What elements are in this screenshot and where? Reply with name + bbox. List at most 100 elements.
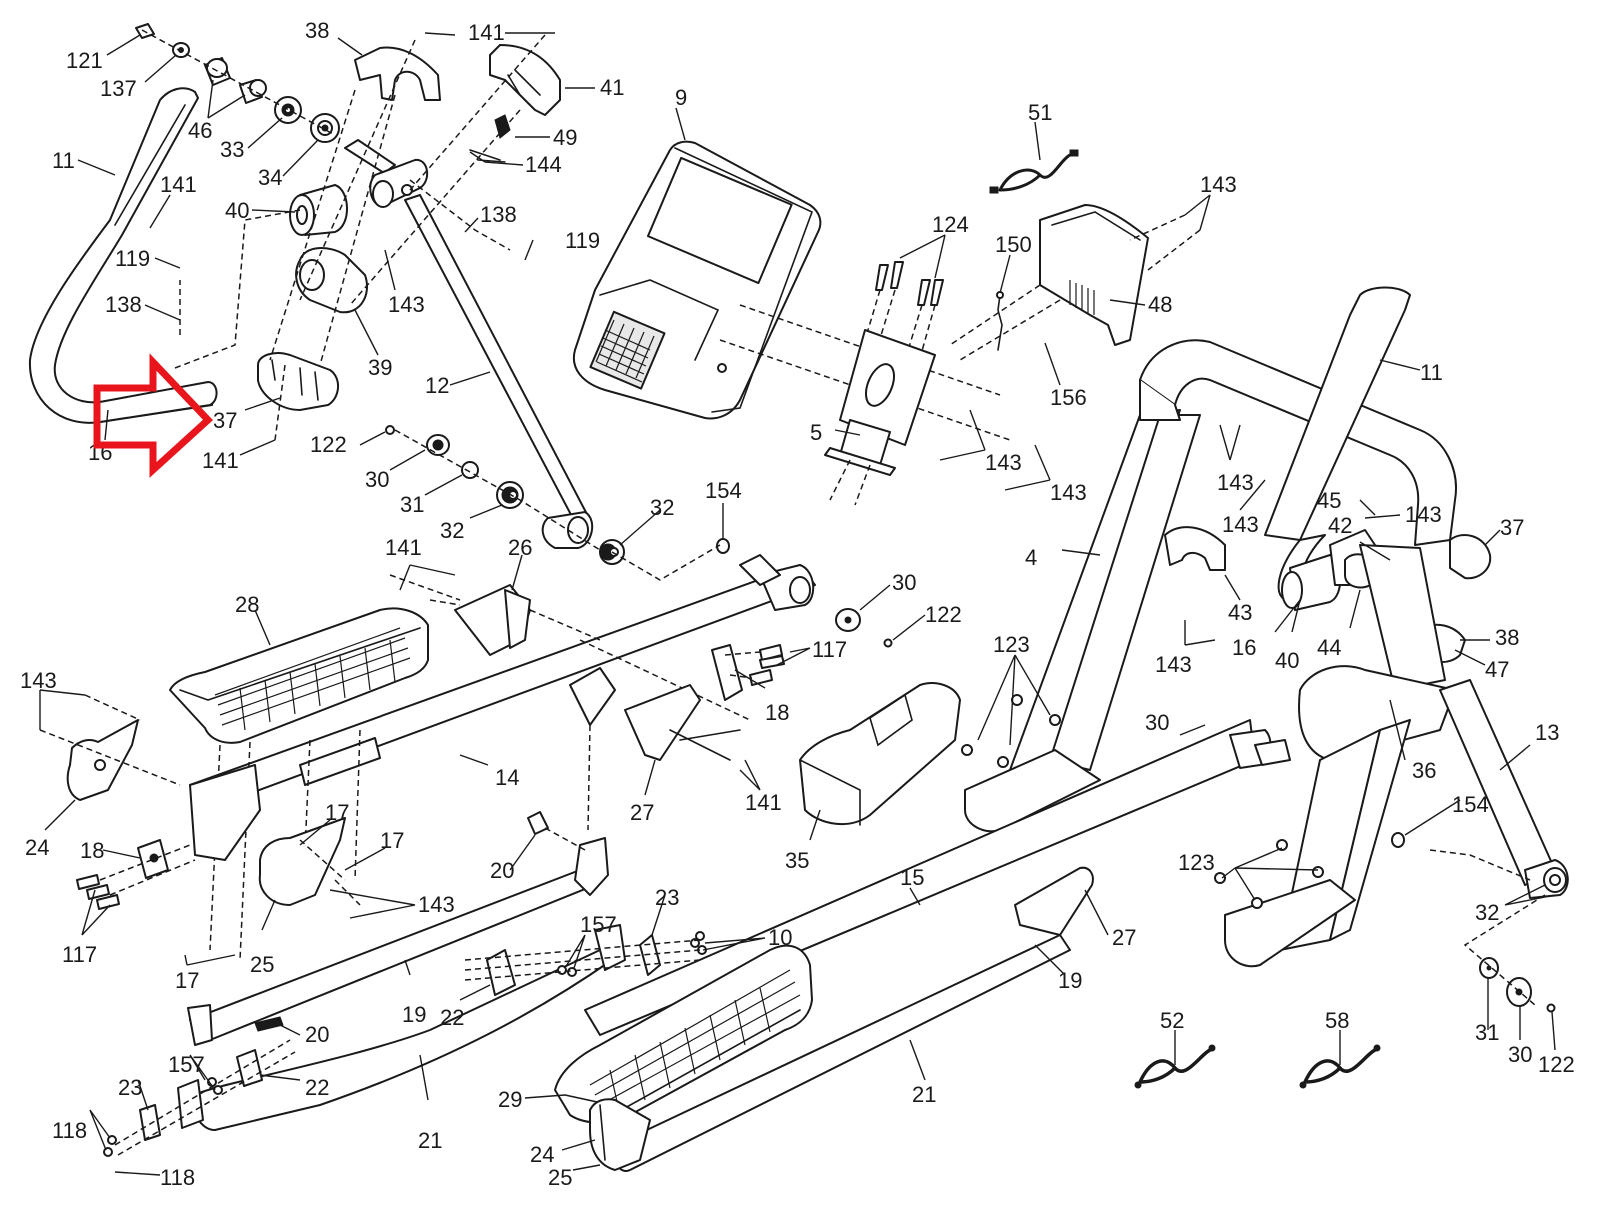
callout-21: 21 xyxy=(912,1082,936,1107)
pin-part-20b xyxy=(254,1016,284,1032)
callout-137: 137 xyxy=(100,76,137,101)
pin-part-20a xyxy=(527,811,549,835)
callout-150: 150 xyxy=(995,232,1032,257)
callout-143: 143 xyxy=(20,668,57,693)
callout-119: 119 xyxy=(565,228,600,253)
callout-141: 141 xyxy=(468,20,505,45)
plate-part-22a xyxy=(486,949,516,996)
callout-28: 28 xyxy=(235,592,259,617)
callout-47: 47 xyxy=(1485,657,1509,682)
callout-12: 12 xyxy=(425,373,449,398)
bracket-part-27b xyxy=(1014,866,1094,936)
callout-38: 38 xyxy=(305,18,329,43)
bracket-part-27a xyxy=(569,667,701,761)
left-upper-arm-part-11 xyxy=(28,87,218,424)
washer-part-31b xyxy=(1479,957,1499,979)
leader-lines xyxy=(39,32,1556,1176)
callout-121: 121 xyxy=(66,48,103,73)
callout-30: 30 xyxy=(1145,710,1169,735)
callout-16: 16 xyxy=(1232,635,1256,660)
callout-143: 143 xyxy=(418,892,455,917)
console-bracket-part-5 xyxy=(824,329,936,476)
callout-4: 4 xyxy=(1025,545,1037,570)
endcap-part-24b-25b xyxy=(589,1098,651,1171)
bushing-part-46a xyxy=(204,57,231,86)
bolts-part-123a xyxy=(961,694,1061,768)
plate-part-18b xyxy=(137,839,169,879)
ring-part-154b xyxy=(1391,832,1405,848)
callout-23: 23 xyxy=(118,1075,142,1100)
callout-143: 143 xyxy=(985,450,1022,475)
callout-25: 25 xyxy=(548,1165,572,1190)
washer-part-30a xyxy=(426,434,450,456)
callout-19: 19 xyxy=(1058,968,1082,993)
callout-24: 24 xyxy=(530,1142,554,1167)
callout-30: 30 xyxy=(365,467,389,492)
cap-part-41 xyxy=(489,44,561,116)
callout-138: 138 xyxy=(480,202,517,227)
callout-30: 30 xyxy=(892,570,916,595)
bearing-housing-part-34 xyxy=(310,113,340,143)
callout-32: 32 xyxy=(1475,900,1499,925)
cap-part-43 xyxy=(1164,526,1226,571)
callout-17: 17 xyxy=(325,800,349,825)
callout-154: 154 xyxy=(1452,792,1489,817)
callout-52: 52 xyxy=(1160,1008,1184,1033)
callout-117: 117 xyxy=(62,942,97,967)
bracket-part-26 xyxy=(454,584,531,656)
callout-35: 35 xyxy=(785,848,809,873)
rail-part-21a xyxy=(177,924,626,1131)
pedal-bracket xyxy=(189,764,261,861)
washer-part-30b xyxy=(835,608,861,632)
callout-141: 141 xyxy=(385,535,422,560)
callout-18: 18 xyxy=(765,700,789,725)
callout-143: 143 xyxy=(1050,480,1087,505)
callout-119: 119 xyxy=(115,246,150,271)
bolt-part-122c xyxy=(1546,1003,1556,1013)
callout-117: 117 xyxy=(812,637,847,662)
callout-labels: 121 137 46 33 34 38 141 41 49 144 11 141… xyxy=(20,18,1575,1190)
crossbar-upper xyxy=(1139,339,1457,546)
endcap-part-24a xyxy=(66,719,139,801)
bolts-part-117a xyxy=(749,644,785,686)
callout-144: 144 xyxy=(525,152,562,177)
callout-30: 30 xyxy=(1508,1042,1532,1067)
callout-32: 32 xyxy=(650,495,674,520)
callout-143: 143 xyxy=(1217,470,1254,495)
bolt-part-122b xyxy=(883,638,893,648)
shroud-part-37-highlighted xyxy=(257,352,339,411)
callout-26: 26 xyxy=(508,535,532,560)
callout-46: 46 xyxy=(188,118,212,143)
bolts-part-118 xyxy=(103,1135,117,1157)
callout-40: 40 xyxy=(1275,648,1299,673)
bolts-part-157a xyxy=(557,965,577,977)
callout-51: 51 xyxy=(1028,100,1052,125)
callout-31: 31 xyxy=(400,492,424,517)
callout-23: 23 xyxy=(655,885,679,910)
callout-32: 32 xyxy=(440,518,464,543)
callout-157: 157 xyxy=(580,912,617,937)
shroud-part-39 xyxy=(295,247,368,314)
callout-10: 10 xyxy=(768,925,792,950)
front-post-part-36 xyxy=(1224,544,1456,968)
callout-154: 154 xyxy=(705,478,742,503)
crank-arm-part-15 xyxy=(584,719,1291,1036)
callout-17: 17 xyxy=(380,828,404,853)
callout-25: 25 xyxy=(250,952,274,977)
callout-36: 36 xyxy=(1412,758,1436,783)
bracket-part-49 xyxy=(494,114,511,139)
callout-27: 27 xyxy=(1112,925,1136,950)
callout-118: 118 xyxy=(160,1165,195,1190)
callout-141: 141 xyxy=(745,790,782,815)
callout-15: 15 xyxy=(900,865,924,890)
callout-143: 143 xyxy=(1200,172,1237,197)
callout-9: 9 xyxy=(675,85,687,110)
callout-24: 24 xyxy=(25,835,49,860)
callout-123: 123 xyxy=(1178,850,1215,875)
callout-122: 122 xyxy=(1538,1052,1575,1077)
callout-5: 5 xyxy=(810,420,822,445)
callout-14: 14 xyxy=(495,765,519,790)
callout-141: 141 xyxy=(160,172,197,197)
screws-part-141e xyxy=(669,729,741,761)
